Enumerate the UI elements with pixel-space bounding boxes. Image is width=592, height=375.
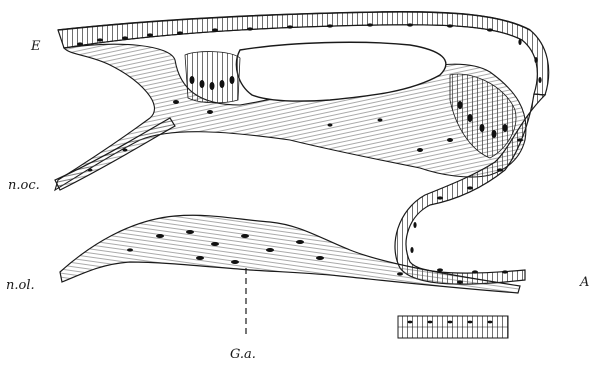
oculomotor-nerve	[55, 118, 175, 190]
label-oculomotor-nerve: n.oc.	[8, 179, 40, 192]
epithelium-fragment	[398, 316, 508, 338]
upper-tissue-mass	[55, 42, 526, 190]
label-epithelium: E	[31, 40, 41, 53]
label-ganglion: G.a.	[230, 348, 256, 361]
label-right-edge: A	[580, 276, 589, 289]
label-olfactory-nerve: n.ol.	[6, 279, 35, 292]
